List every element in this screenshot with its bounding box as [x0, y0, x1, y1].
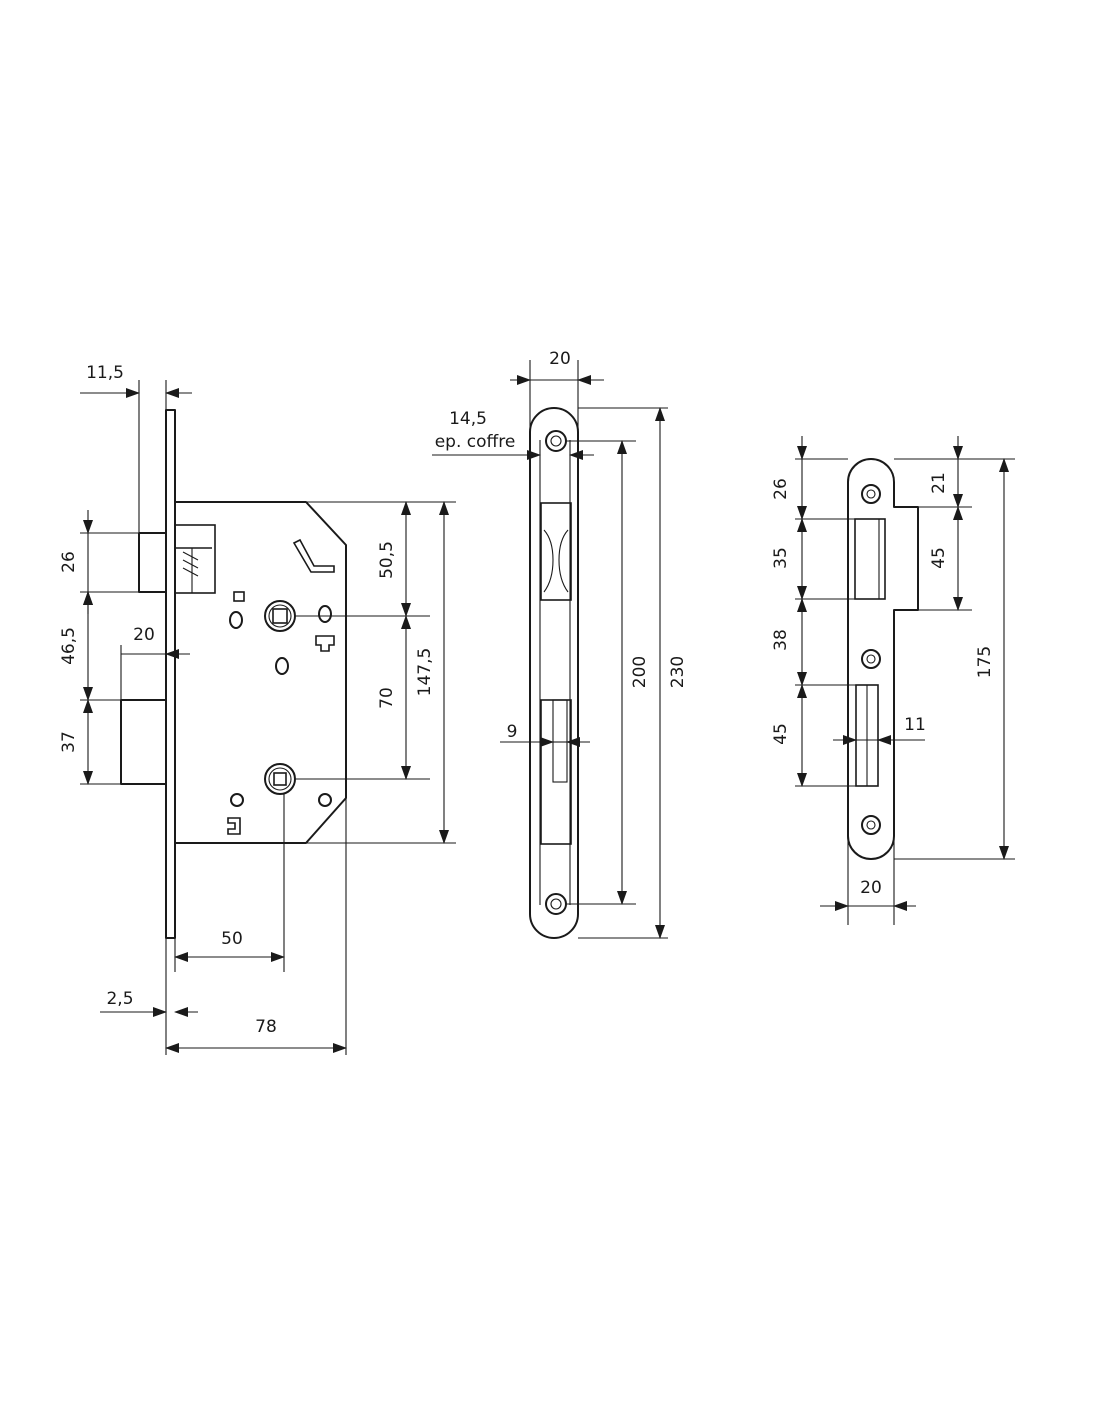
dim-strike-top-to-latch: 26	[771, 478, 791, 500]
case-detail-lower	[227, 817, 241, 835]
dim-case-depth: 78	[255, 1017, 277, 1037]
dim-forend-thickness: 2,5	[106, 989, 133, 1009]
forend-plate-side	[529, 407, 579, 939]
oval-hole-right	[318, 605, 332, 623]
strike-screw-middle	[861, 649, 881, 669]
dim-strike-bolt-hole: 45	[771, 723, 791, 745]
fixing-hole-right	[318, 793, 332, 807]
strike-latch-hole	[854, 518, 886, 600]
case-detail-upper	[315, 635, 335, 652]
forend-plate	[165, 409, 176, 939]
dim-forend-width: 20	[549, 349, 571, 369]
latch-mechanism	[174, 524, 216, 594]
case-slot	[292, 538, 335, 573]
dim-strike-bolt-hole-width: 11	[904, 715, 926, 735]
fixing-hole-left	[230, 793, 244, 807]
forend-screw-top	[545, 430, 567, 452]
dim-strike-top-to-lip: 21	[929, 472, 949, 494]
dim-strike-screw-spacing: 175	[975, 646, 995, 678]
dim-case-height: 147,5	[415, 648, 435, 697]
strike-screw-bottom	[861, 815, 881, 835]
dim-spindle-to-lower: 70	[377, 687, 397, 709]
dim-strike-lip-height: 45	[929, 547, 949, 569]
dim-top-to-spindle: 50,5	[377, 541, 397, 579]
dim-case-thickness: 14,5	[449, 409, 487, 429]
dim-bolt-thickness: 9	[507, 722, 518, 742]
oval-hole-center	[275, 657, 289, 675]
forend-screw-bottom	[545, 893, 567, 915]
forend-latch-opening	[540, 502, 572, 601]
dim-backset: 50	[221, 929, 243, 949]
dim-strike-between-holes: 38	[771, 629, 791, 651]
dim-strike-latch-hole: 35	[771, 547, 791, 569]
dim-bolt-projection: 20	[133, 625, 155, 645]
latch-bolt	[138, 532, 167, 593]
dim-forend-offset: 11,5	[86, 363, 124, 383]
strike-view: 26 35 38 45 21 45 175 11 20	[771, 436, 1015, 925]
small-slot	[233, 591, 245, 602]
dead-bolt	[120, 699, 167, 785]
forend-view: 20 14,5 ep. coffre 200 230 9	[432, 349, 688, 939]
front-view: 11,5 26 46,5 37 20 50,5 70 147	[59, 363, 456, 1055]
dim-forend-length: 230	[668, 656, 688, 688]
dim-bolt-height: 37	[59, 731, 79, 753]
lock-case	[174, 501, 347, 844]
strike-screw-top	[861, 484, 881, 504]
dim-case-thickness-label: ep. coffre	[435, 432, 516, 452]
dim-strike-width: 20	[860, 878, 882, 898]
dim-forend-screw-spacing: 200	[630, 656, 650, 688]
oval-hole-left	[229, 611, 243, 629]
dim-latch-height: 26	[59, 551, 79, 573]
dim-latch-to-spindle: 46,5	[59, 627, 79, 665]
